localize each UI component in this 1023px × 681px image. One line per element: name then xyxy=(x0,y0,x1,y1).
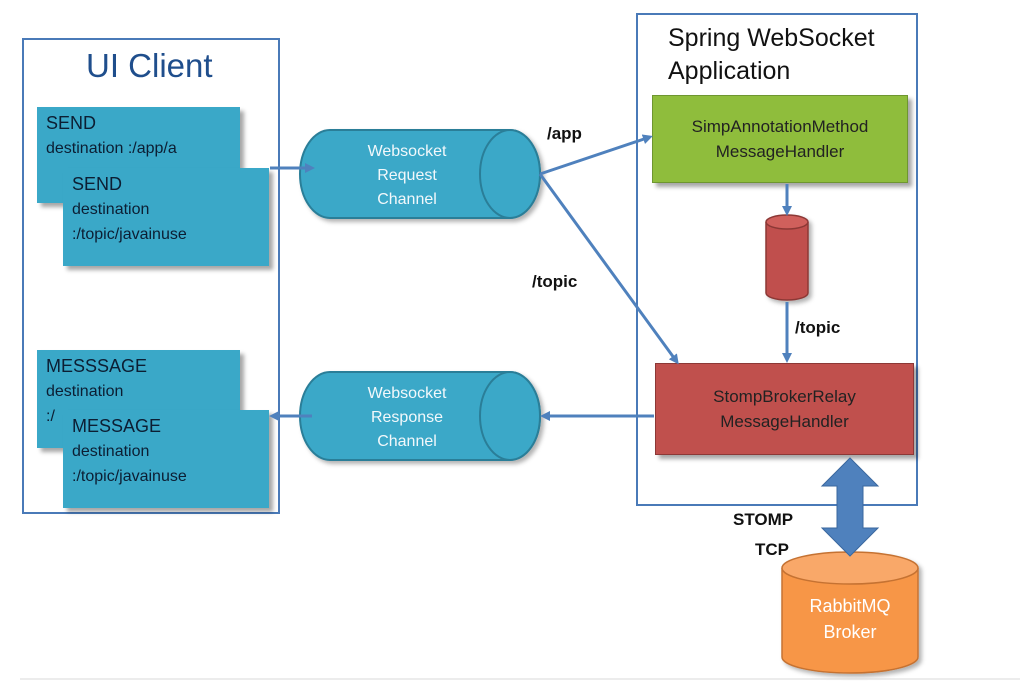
topic-route-label: /topic xyxy=(532,272,578,291)
simp-handler-line1: SimpAnnotationMethod xyxy=(691,117,869,136)
send-box-front-title: SEND xyxy=(72,174,123,194)
send-box-front-line1: destination xyxy=(72,201,150,218)
stomp-broker-relay-handler: StompBrokerRelay MessageHandler xyxy=(655,363,914,455)
topic-queue-cylinder xyxy=(765,214,809,301)
spring-app-title-line1: Spring WebSocket xyxy=(668,24,875,52)
response-channel-line3: Channel xyxy=(377,433,437,450)
message-box-front: MESSAGE destination :/topic/javainuse xyxy=(63,410,269,508)
arrow-request-to-simp xyxy=(539,134,653,176)
app-route-label: /app xyxy=(547,124,582,143)
relay-handler-line1: StompBrokerRelay xyxy=(713,387,856,406)
topic-queue-label: /topic xyxy=(795,318,841,337)
message-box-front-line2: :/topic/javainuse xyxy=(72,468,187,485)
stomp-tcp-double-arrow xyxy=(820,457,880,557)
spring-app-title-line2: Application xyxy=(668,57,791,85)
message-box-back-line2: :/ xyxy=(46,408,55,425)
response-channel-line1: Websocket xyxy=(368,385,447,402)
send-box-back-title: SEND xyxy=(46,113,97,133)
send-box-front-line2: :/topic/javainuse xyxy=(72,226,187,243)
request-channel-line3: Channel xyxy=(377,191,437,208)
send-box-front: SEND destination :/topic/javainuse xyxy=(63,168,269,266)
arrow-request-to-relay xyxy=(538,173,679,365)
websocket-response-channel xyxy=(299,371,541,461)
message-box-front-line1: destination xyxy=(72,443,150,460)
relay-handler-line2: MessageHandler xyxy=(720,412,849,431)
broker-line2: Broker xyxy=(823,622,876,642)
request-channel-line1: Websocket xyxy=(368,143,447,160)
simp-annotation-handler: SimpAnnotationMethod MessageHandler xyxy=(652,95,908,183)
message-box-back-line1: destination xyxy=(46,383,124,400)
ui-client-title: UI Client xyxy=(86,47,213,84)
broker-line1: RabbitMQ xyxy=(809,596,890,616)
websocket-request-channel xyxy=(299,129,541,219)
stomp-label: STOMP xyxy=(733,510,794,529)
tcp-label: TCP xyxy=(755,540,789,559)
spring-app-title: Spring WebSocket Application xyxy=(668,22,875,88)
rabbitmq-broker-cylinder xyxy=(781,551,919,674)
message-box-front-title: MESSAGE xyxy=(72,416,162,436)
response-channel-line2: Response xyxy=(371,409,443,426)
simp-handler-line2: MessageHandler xyxy=(715,142,845,161)
message-box-back-title: MESSSAGE xyxy=(46,356,148,376)
request-channel-line2: Request xyxy=(377,167,437,184)
send-box-back-destination: destination :/app/a xyxy=(46,140,177,157)
